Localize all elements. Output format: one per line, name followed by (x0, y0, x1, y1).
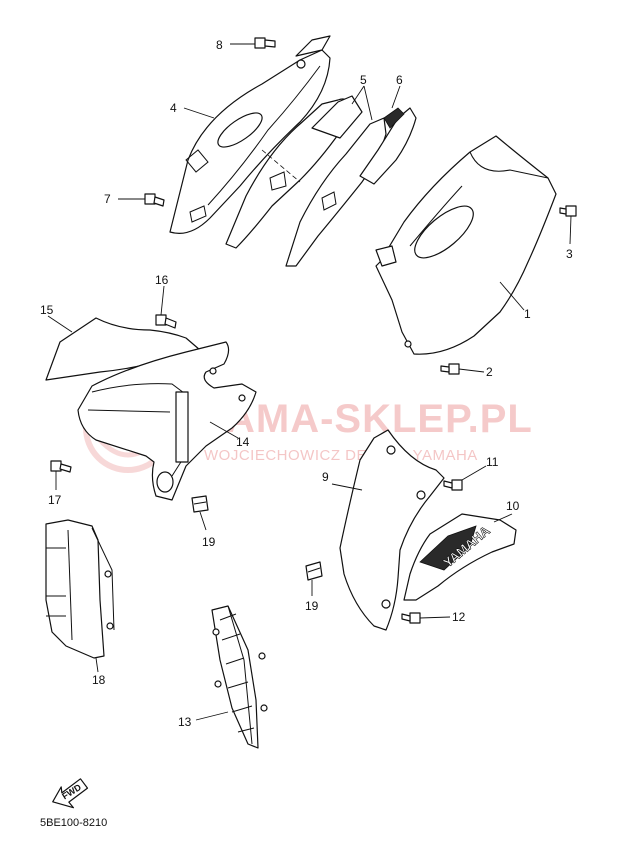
callout-15: 15 (40, 303, 54, 317)
clip-19-upper (191, 495, 209, 513)
callout-14: 14 (236, 435, 250, 449)
callout-2: 2 (486, 365, 493, 379)
callout-19-upper: 19 (202, 535, 216, 549)
bolt-16 (155, 314, 177, 329)
watermark: YAMA-SKLEP.PL WOJCIECHOWICZ DEALER YAMAH… (83, 383, 533, 473)
leader-lines (47, 43, 572, 721)
callout-16: 16 (155, 273, 169, 287)
callout-5: 5 (360, 73, 367, 87)
part-5-plate-outer (285, 95, 387, 267)
callout-7: 7 (104, 192, 111, 206)
bolt-3 (559, 205, 577, 217)
watermark-sub-text: WOJCIECHOWICZ DEALER YAMAHA (204, 447, 478, 464)
part-13-radiator-grille (211, 605, 268, 749)
callout-17: 17 (48, 493, 62, 507)
bolt-7 (144, 193, 165, 207)
callout-11: 11 (486, 455, 499, 469)
diagram-part-number: 5BE100-8210 (40, 817, 107, 829)
callout-8: 8 (216, 38, 223, 52)
part-1-side-cover-right (375, 135, 557, 355)
part-9-side-cover-lower (339, 429, 445, 631)
bolt-17 (50, 460, 72, 473)
bolt-11 (443, 479, 463, 491)
part-4-side-cover (169, 35, 331, 234)
bolt-12 (401, 612, 421, 624)
callout-10: 10 (506, 499, 520, 513)
bolt-8 (254, 37, 276, 49)
watermark-main-text: YAMA-SKLEP.PL (202, 397, 533, 441)
bolt-2 (440, 363, 460, 375)
callout-13: 13 (178, 715, 192, 729)
part-10-decal: YAMAHA (403, 513, 517, 601)
callout-18: 18 (92, 673, 106, 687)
callout-6: 6 (396, 73, 403, 87)
part-6-strip (359, 107, 417, 185)
part-14-radiator-guard (77, 341, 257, 501)
callout-12: 12 (452, 610, 466, 624)
callout-9: 9 (322, 470, 329, 484)
clip-19-lower (305, 561, 323, 581)
callout-1: 1 (524, 307, 531, 321)
part-18-radiator-side (45, 519, 115, 659)
fwd-arrow-icon: FWD (52, 778, 89, 809)
callout-labels: 8 4 5 6 7 3 1 2 16 15 14 17 19 9 11 10 1… (40, 38, 573, 729)
callout-19-lower: 19 (305, 599, 319, 613)
callout-4: 4 (170, 101, 177, 115)
callout-3: 3 (566, 247, 573, 261)
